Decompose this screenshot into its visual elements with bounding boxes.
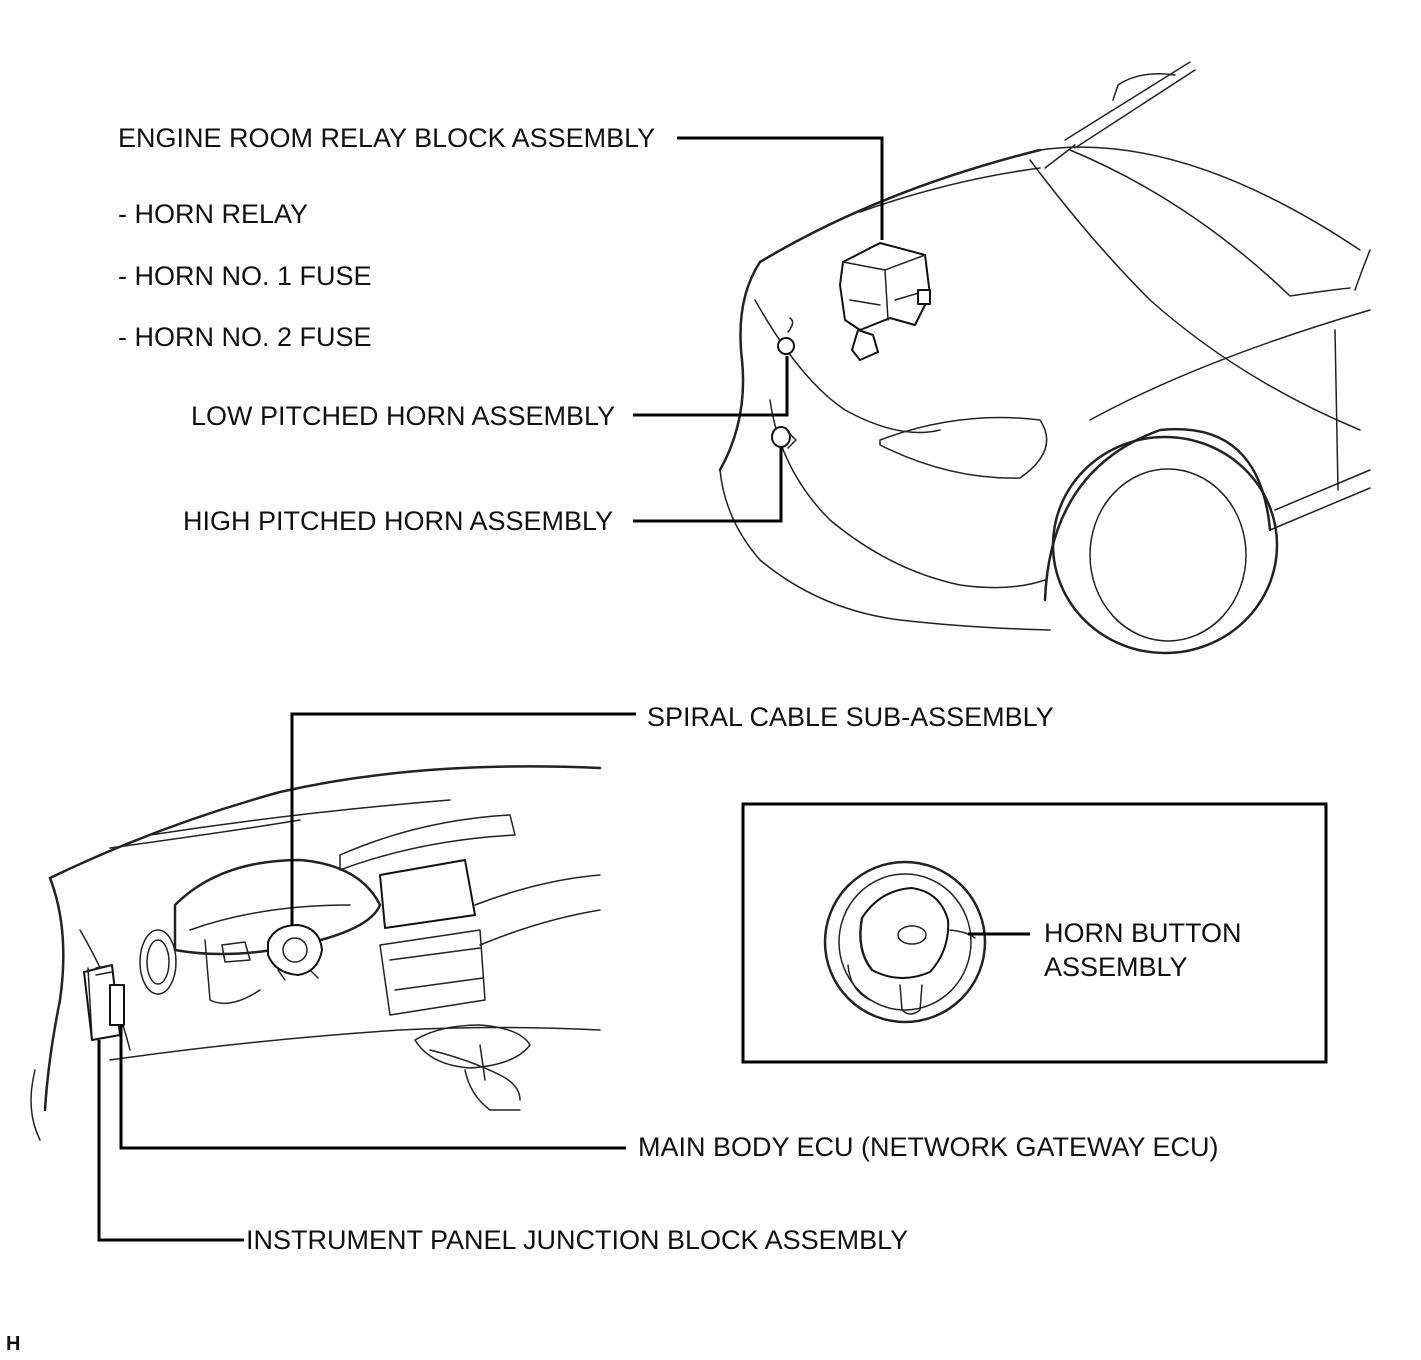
relay-block-illustration bbox=[839, 242, 931, 361]
corner-mark: H bbox=[6, 1333, 21, 1355]
horn-relay-label: - HORN RELAY bbox=[118, 199, 309, 229]
junction-block-icon bbox=[83, 964, 125, 1041]
horn-no2-fuse-label: - HORN NO. 2 FUSE bbox=[118, 322, 372, 352]
steering-wheel-inset-frame bbox=[741, 802, 1328, 1064]
horn-button-label-line1: HORN BUTTON bbox=[1044, 918, 1242, 948]
steering-wheel-illustration bbox=[823, 860, 987, 1024]
horn-no1-fuse-label: - HORN NO. 1 FUSE bbox=[118, 261, 372, 291]
horn-button-label-line2: ASSEMBLY bbox=[1044, 952, 1188, 982]
low-pitched-horn-label: LOW PITCHED HORN ASSEMBLY bbox=[191, 401, 616, 431]
dashboard-illustration bbox=[30, 765, 602, 1141]
instrument-panel-jb-label: INSTRUMENT PANEL JUNCTION BLOCK ASSEMBLY bbox=[246, 1225, 909, 1255]
main-body-ecu-label: MAIN BODY ECU (NETWORK GATEWAY ECU) bbox=[638, 1132, 1219, 1162]
high-pitched-horn-icon bbox=[771, 426, 797, 449]
low-pitched-horn-icon bbox=[777, 317, 795, 355]
car-front-illustration bbox=[718, 61, 1371, 655]
engine-room-relay-block-label: ENGINE ROOM RELAY BLOCK ASSEMBLY bbox=[118, 123, 656, 153]
spiral-cable-icon bbox=[267, 924, 323, 981]
spiral-cable-label: SPIRAL CABLE SUB-ASSEMBLY bbox=[647, 702, 1054, 732]
high-pitched-horn-label: HIGH PITCHED HORN ASSEMBLY bbox=[183, 506, 614, 536]
